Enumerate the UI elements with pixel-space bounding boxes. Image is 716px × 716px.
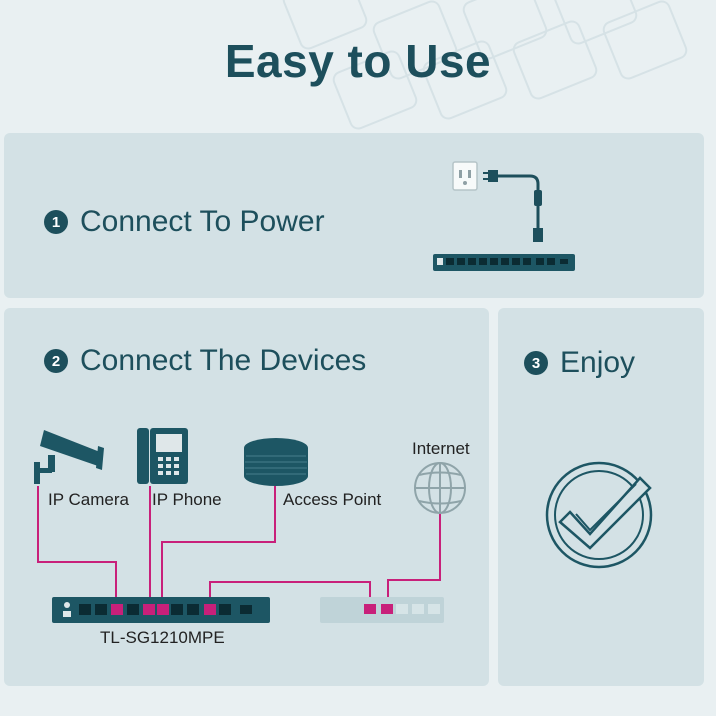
access-point-label: Access Point (283, 490, 382, 509)
step-enjoy: 3 Enjoy (524, 346, 635, 380)
step-connect-power: 1 Connect To Power (44, 205, 325, 239)
ip-camera-label: IP Camera (48, 490, 129, 509)
switch-icon (52, 597, 270, 623)
checkmark-icon (545, 461, 653, 569)
panel-connect-power (4, 133, 704, 298)
switch-icon (433, 254, 575, 271)
step-label: Connect The Devices (80, 344, 367, 377)
power-outlet-icon (452, 161, 478, 191)
ip-phone-label: IP Phone (152, 490, 222, 509)
step-number: 3 (524, 351, 548, 375)
internet-label: Internet (412, 439, 470, 458)
cables (37, 486, 441, 604)
power-plug-icon (483, 170, 543, 242)
access-point-icon (244, 438, 308, 486)
step-number: 1 (44, 210, 68, 234)
ip-camera-icon (34, 430, 104, 484)
page-title: Easy to Use (224, 35, 492, 87)
ip-phone-icon (137, 428, 188, 484)
switch-model-label: TL-SG1210MPE (100, 628, 225, 647)
globe-icon (414, 462, 466, 514)
step-label: Connect To Power (80, 205, 325, 238)
router-icon (320, 597, 444, 623)
step-number: 2 (44, 349, 68, 373)
step-label: Enjoy (560, 346, 636, 379)
step-connect-devices: 2 Connect The Devices (44, 344, 366, 378)
